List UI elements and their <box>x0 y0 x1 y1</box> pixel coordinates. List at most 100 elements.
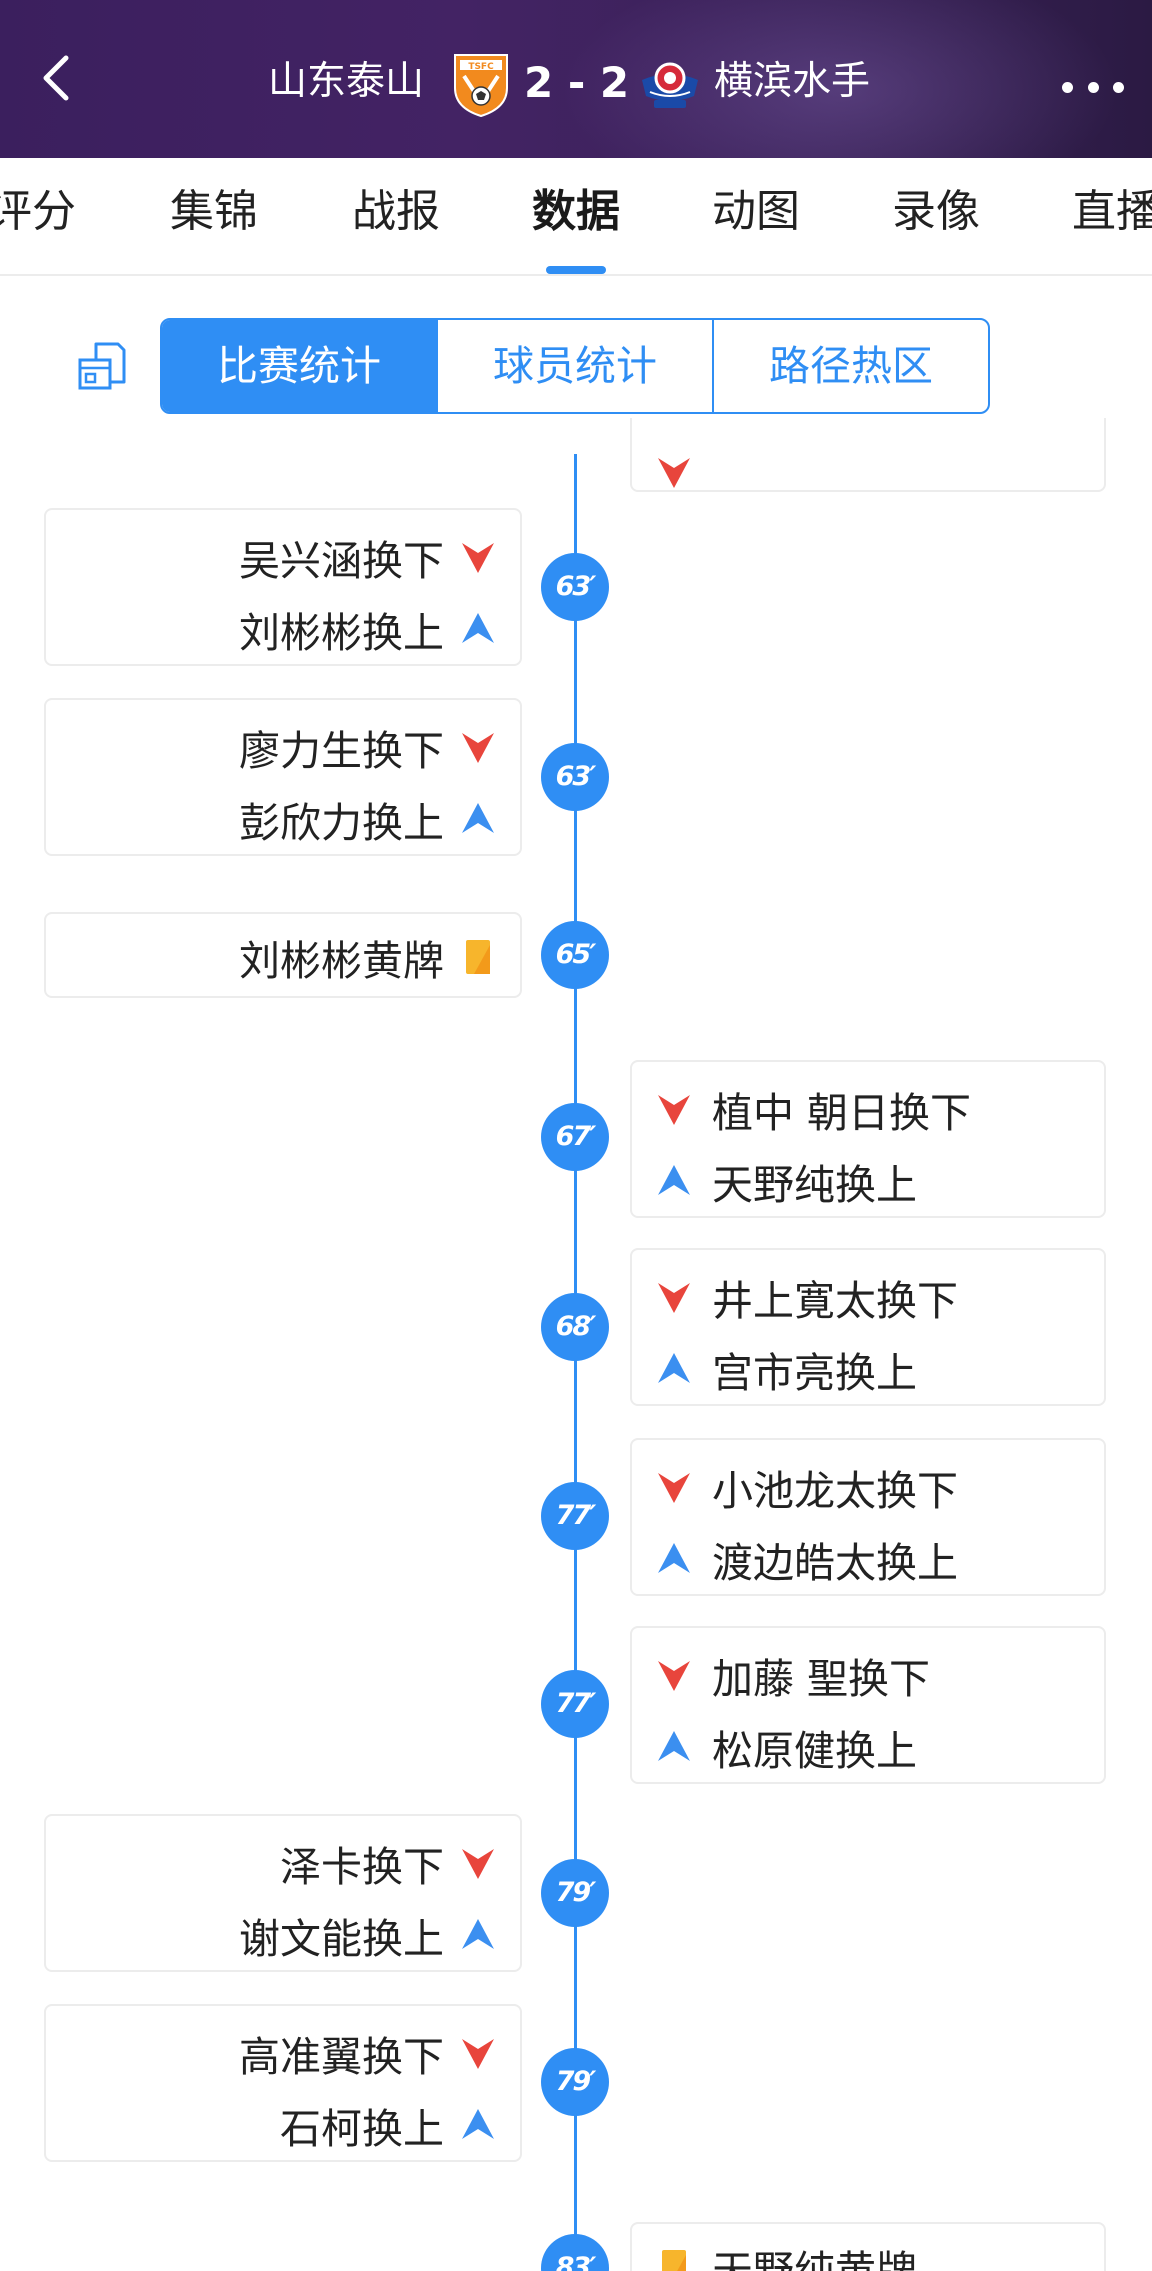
event-card: 泽卡换下 谢文能换上 <box>44 1814 522 1972</box>
event-minute-badge: 83′ <box>541 2234 609 2271</box>
event-line: 天野纯黄牌 <box>654 2242 917 2271</box>
match-events-timeline[interactable]: 吴兴涵换下 刘彬彬换上 63′ 廖力生换下 彭欣力换上 63′ 刘彬彬黄牌 65… <box>0 418 1152 2271</box>
event-line: 谢文能换上 <box>239 1910 498 1963</box>
event-text: 渡边皓太换上 <box>712 1539 958 1587</box>
event-text: 井上寛太换下 <box>712 1277 958 1325</box>
sub-out-icon <box>658 1095 690 1125</box>
back-button[interactable] <box>30 50 86 106</box>
event-text: 松原健换上 <box>712 1727 917 1775</box>
sub-in-icon <box>462 613 494 643</box>
event-line: 刘彬彬换上 <box>239 604 498 657</box>
tab-report[interactable]: 战报 <box>352 186 440 237</box>
tab-data[interactable]: 数据 <box>532 186 620 237</box>
timeline-axis <box>574 454 577 2271</box>
event-text: 谢文能换上 <box>239 1915 444 1963</box>
chevron-left-icon <box>43 55 69 101</box>
sub-in-icon <box>658 1165 690 1195</box>
event-card: 井上寛太换下 宫市亮换上 <box>630 1248 1106 1406</box>
event-line: 天野纯换上 <box>654 1156 917 1209</box>
sub-out-icon <box>658 1473 690 1503</box>
yellow-card-icon <box>466 940 490 974</box>
event-line: 廖力生换下 <box>239 722 498 775</box>
segment-heatmap[interactable]: 路径热区 <box>712 320 988 412</box>
event-line: 宫市亮换上 <box>654 1344 917 1397</box>
event-minute-badge: 63′ <box>541 743 609 811</box>
yellow-card-icon <box>662 2250 686 2271</box>
segment-player-stats[interactable]: 球员统计 <box>436 320 712 412</box>
event-text: 刘彬彬黄牌 <box>239 937 444 985</box>
sub-in-icon <box>462 1919 494 1949</box>
event-text: 泽卡换下 <box>280 1843 444 1891</box>
match-header: 山东泰山 TSFC 2 - 2 横滨水手 <box>0 0 1152 158</box>
event-line: 松原健换上 <box>654 1722 917 1775</box>
layout-toggle-icon[interactable] <box>74 338 130 394</box>
segment-match-stats[interactable]: 比赛统计 <box>162 320 436 412</box>
event-text: 廖力生换下 <box>239 727 444 775</box>
event-line: 高准翼换下 <box>239 2028 498 2081</box>
away-team-name: 横滨水手 <box>714 59 871 104</box>
event-minute-badge: 77′ <box>541 1670 609 1738</box>
event-line: 刘彬彬黄牌 <box>239 932 498 985</box>
event-text: 天野纯换上 <box>712 1161 917 1209</box>
event-text: 彭欣力换上 <box>239 799 444 847</box>
event-text: 石柯换上 <box>280 2105 444 2153</box>
event-text: 高准翼换下 <box>239 2033 444 2081</box>
more-options-button[interactable] <box>1062 78 1124 96</box>
sub-out-icon <box>462 543 494 573</box>
event-card: 小池龙太换下 渡边皓太换上 <box>630 1438 1106 1596</box>
match-score: 2 - 2 <box>524 58 630 107</box>
sub-in-icon <box>658 1543 690 1573</box>
event-minute-badge: 68′ <box>541 1293 609 1361</box>
event-text: 加藤 聖换下 <box>712 1655 931 1703</box>
event-text: 宫市亮换上 <box>712 1349 917 1397</box>
home-team-name: 山东泰山 <box>268 59 425 104</box>
event-card: 高准翼换下 石柯换上 <box>44 2004 522 2162</box>
event-line: 泽卡换下 <box>280 1838 498 1891</box>
event-text: 小池龙太换下 <box>712 1467 958 1515</box>
event-line: 彭欣力换上 <box>239 794 498 847</box>
sub-out-icon <box>462 1849 494 1879</box>
sub-in-icon <box>658 1731 690 1761</box>
sub-in-icon <box>462 803 494 833</box>
event-line: 加藤 聖换下 <box>654 1650 930 1703</box>
event-card: 刘彬彬黄牌 <box>44 912 522 998</box>
sub-out-icon <box>462 733 494 763</box>
sub-in-icon <box>658 1353 690 1383</box>
sub-out-icon <box>658 458 690 488</box>
tab-rating[interactable]: 评分 <box>0 186 76 237</box>
event-text: 吴兴涵换下 <box>239 537 444 585</box>
event-card: 加藤 聖换下 松原健换上 <box>630 1626 1106 1784</box>
event-minute-badge: 79′ <box>541 1859 609 1927</box>
event-line: 植中 朝日换下 <box>654 1084 971 1137</box>
event-text: 植中 朝日换下 <box>712 1089 972 1137</box>
event-minute-badge: 67′ <box>541 1103 609 1171</box>
more-dot-icon <box>1113 81 1124 93</box>
event-card: 植中 朝日换下 天野纯换上 <box>630 1060 1106 1218</box>
tab-replay[interactable]: 录像 <box>892 186 980 237</box>
event-minute-badge: 79′ <box>541 2048 609 2116</box>
stats-segmented-control: 比赛统计 球员统计 路径热区 <box>160 318 990 414</box>
event-minute-badge: 63′ <box>541 553 609 621</box>
match-tab-bar: 评分 集锦 战报 数据 动图 录像 直播 <box>0 158 1152 276</box>
event-card-partial <box>630 418 1106 492</box>
event-minute-badge: 77′ <box>541 1482 609 1550</box>
event-line: 石柯换上 <box>280 2100 498 2153</box>
tab-highlights[interactable]: 集锦 <box>170 186 258 237</box>
sub-out-icon <box>462 2039 494 2069</box>
event-minute-badge: 65′ <box>541 921 609 989</box>
home-team-logo: TSFC <box>452 52 510 118</box>
more-dot-icon <box>1087 81 1099 93</box>
event-card: 吴兴涵换下 刘彬彬换上 <box>44 508 522 666</box>
away-team-logo <box>636 56 704 114</box>
event-line: 井上寛太换下 <box>654 1272 958 1325</box>
home-logo-lettering: TSFC <box>468 62 494 72</box>
event-line: 小池龙太换下 <box>654 1462 958 1515</box>
event-text: 天野纯黄牌 <box>712 2247 917 2271</box>
sub-out-icon <box>658 1661 690 1691</box>
event-card: 廖力生换下 彭欣力换上 <box>44 698 522 856</box>
tab-live[interactable]: 直播 <box>1072 186 1152 237</box>
sub-out-icon <box>658 1283 690 1313</box>
tab-gifs[interactable]: 动图 <box>712 186 800 237</box>
active-tab-indicator <box>546 266 606 274</box>
event-line: 吴兴涵换下 <box>239 532 498 585</box>
